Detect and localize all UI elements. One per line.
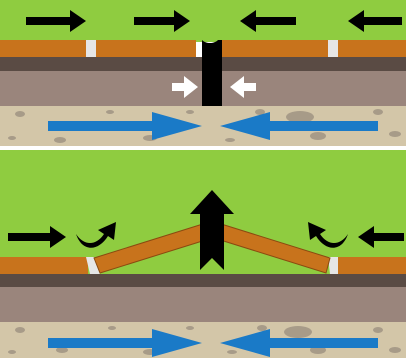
top-joint-right (328, 40, 338, 57)
top-panel (0, 0, 406, 146)
bottom-slab-left (0, 257, 88, 274)
panel-divider (0, 146, 406, 150)
bottom-panel (0, 150, 406, 358)
top-joint-left (86, 40, 96, 57)
bottom-slab-right (338, 257, 406, 274)
top-crack (202, 40, 222, 106)
bottom-mid-layer (0, 287, 406, 322)
bottom-dark-layer (0, 274, 406, 287)
top-slab-left (0, 40, 196, 57)
top-slab-right (222, 40, 406, 57)
